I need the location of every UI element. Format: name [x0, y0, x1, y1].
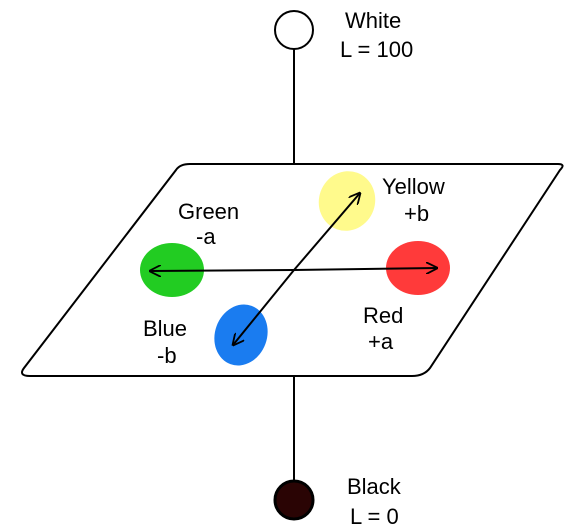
black-label: Black: [347, 474, 402, 499]
yellow-blob: [318, 171, 376, 231]
white-label: White: [345, 8, 401, 33]
arrow-plus-a: [293, 268, 437, 270]
blue-label: Blue: [143, 316, 187, 341]
yellow-label: Yellow: [382, 174, 445, 199]
green-label: Green: [178, 199, 239, 224]
white-pole: [274, 10, 314, 50]
arrow-minus-a: [150, 270, 295, 271]
arrow-minus-b: [233, 269, 295, 345]
black-pole: [273, 479, 315, 521]
green-axis-sign: -a: [196, 224, 216, 249]
red-axis-sign: +a: [368, 329, 394, 354]
red-label: Red: [363, 303, 403, 328]
blue-axis-sign: -b: [157, 343, 177, 368]
yellow-axis-sign: +b: [404, 201, 429, 226]
black-l-value: L = 0: [350, 504, 399, 529]
white-l-value: L = 100: [340, 37, 413, 62]
arrow-plus-b: [293, 193, 360, 271]
